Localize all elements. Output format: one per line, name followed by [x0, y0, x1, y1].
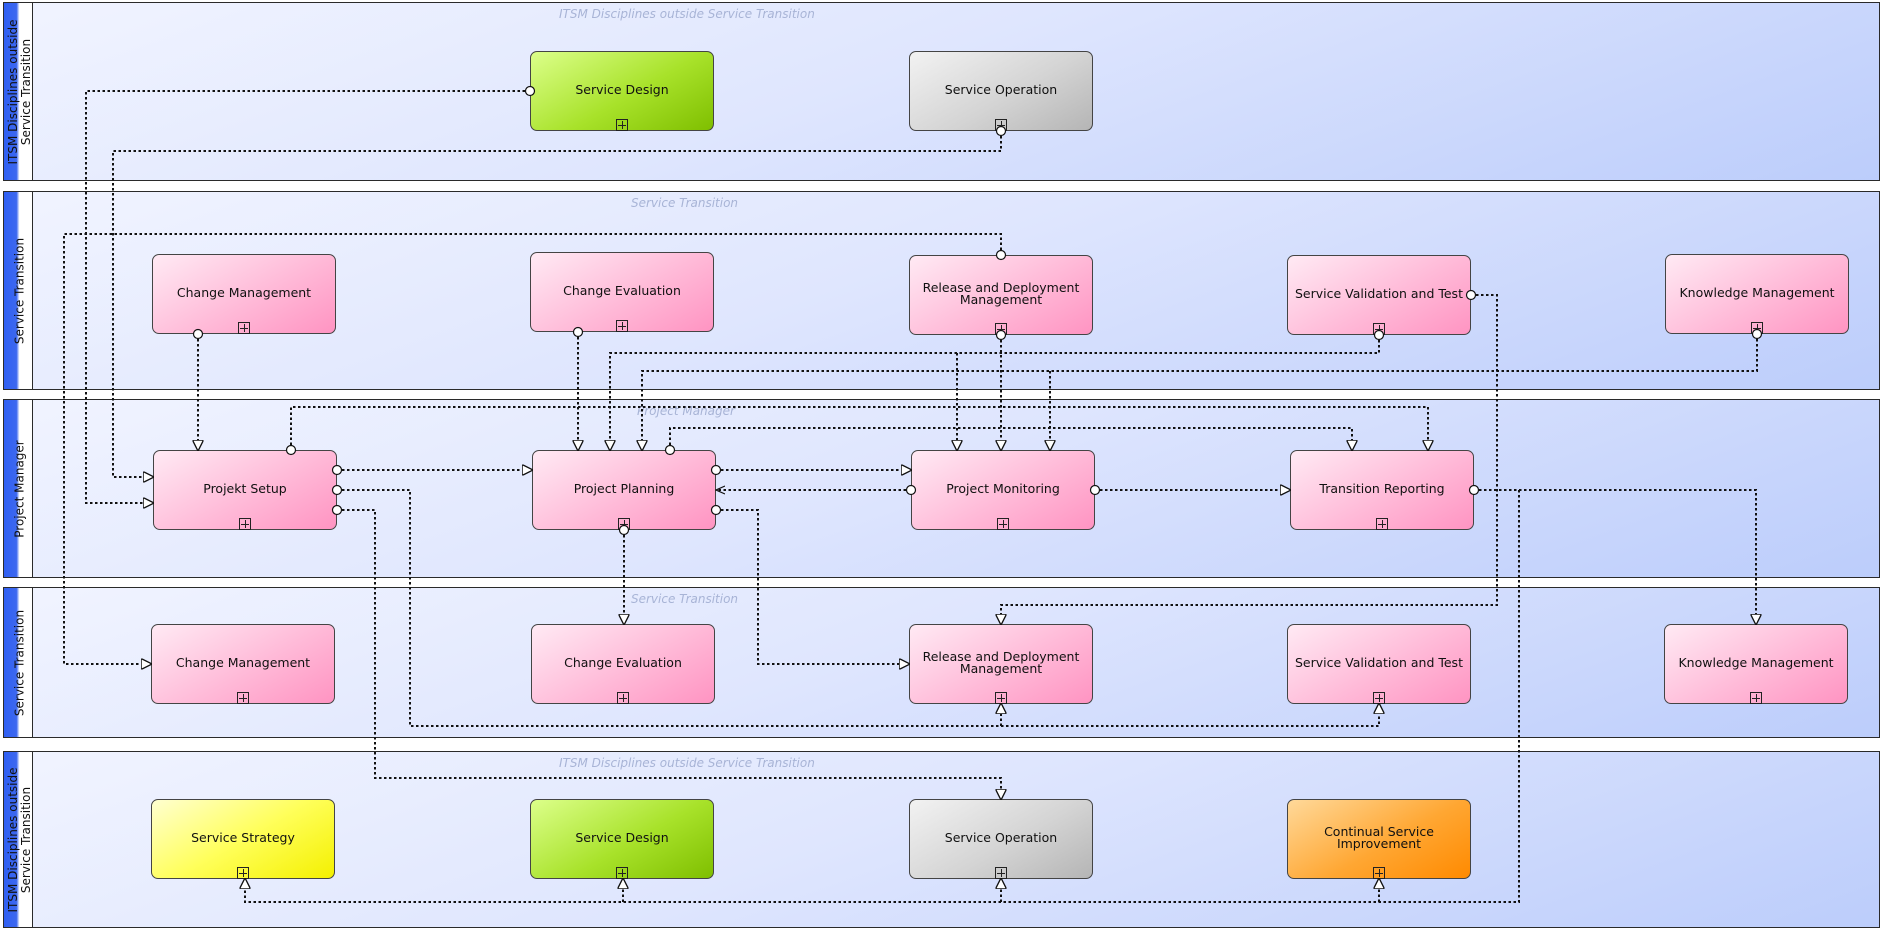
- expand-icon[interactable]: [1750, 692, 1762, 704]
- expand-icon[interactable]: [237, 867, 249, 879]
- box-label: Knowledge Management: [1678, 655, 1834, 670]
- service-validation-test-box[interactable]: Service Validation and Test: [1287, 255, 1471, 335]
- box-label: Project Planning: [573, 481, 675, 496]
- lane-header-label: ITSM Disciplines outside Service Transit…: [6, 767, 33, 912]
- lane-header: Service Transition: [4, 588, 33, 737]
- lane-title: Service Transition: [631, 592, 739, 606]
- expand-icon[interactable]: [1373, 867, 1385, 879]
- box-label: Release and Deployment Management: [922, 280, 1080, 307]
- release-deployment-box[interactable]: Release and Deployment Management: [909, 255, 1093, 335]
- box-label: Projekt Setup: [203, 481, 287, 496]
- expand-icon[interactable]: [617, 692, 629, 704]
- lane-header-label: Project Manager: [12, 439, 27, 538]
- lane-header-label: Service Transition: [12, 609, 27, 716]
- change-management-box[interactable]: Change Management: [151, 624, 335, 704]
- box-label: Service Validation and Test: [1295, 655, 1463, 670]
- expand-icon[interactable]: [1376, 518, 1388, 530]
- service-design-box[interactable]: Service Design: [530, 51, 714, 131]
- expand-icon[interactable]: [239, 518, 251, 530]
- lane-header-label: Service Transition: [12, 237, 27, 344]
- box-label: Project Monitoring: [946, 481, 1060, 496]
- expand-icon[interactable]: [616, 867, 628, 879]
- service-operation-box[interactable]: Service Operation: [909, 51, 1093, 131]
- change-evaluation-box[interactable]: Change Evaluation: [531, 624, 715, 704]
- continual-service-improvement-box[interactable]: Continual Service Improvement: [1287, 799, 1471, 879]
- expand-icon[interactable]: [1373, 692, 1385, 704]
- box-label: Continual Service Improvement: [1324, 824, 1434, 851]
- expand-icon[interactable]: [237, 692, 249, 704]
- transition-reporting-box[interactable]: Transition Reporting: [1290, 450, 1474, 530]
- box-label: Transition Reporting: [1319, 481, 1445, 496]
- lane-header: ITSM Disciplines outside Service Transit…: [4, 752, 33, 927]
- box-label: Service Operation: [944, 830, 1058, 845]
- box-label: Release and Deployment Management: [922, 649, 1080, 676]
- box-label: Service Design: [575, 82, 669, 97]
- box-label: Knowledge Management: [1679, 285, 1835, 300]
- box-label: Service Operation: [944, 82, 1058, 97]
- expand-icon[interactable]: [1751, 322, 1763, 334]
- box-label: Change Management: [175, 655, 311, 670]
- expand-icon[interactable]: [616, 119, 628, 131]
- box-label: Service Strategy: [191, 830, 295, 845]
- lane-header: ITSM Disciplines outside Service Transit…: [4, 3, 33, 180]
- knowledge-management-box[interactable]: Knowledge Management: [1665, 254, 1849, 334]
- lane-title: ITSM Disciplines outside Service Transit…: [559, 7, 815, 21]
- box-label: Service Validation and Test: [1295, 286, 1463, 301]
- box-label: Change Management: [176, 285, 312, 300]
- service-design-box[interactable]: Service Design: [530, 799, 714, 879]
- expand-icon[interactable]: [995, 692, 1007, 704]
- service-operation-box[interactable]: Service Operation: [909, 799, 1093, 879]
- project-monitoring-box[interactable]: Project Monitoring: [911, 450, 1095, 530]
- change-evaluation-box[interactable]: Change Evaluation: [530, 252, 714, 332]
- expand-icon[interactable]: [995, 323, 1007, 335]
- release-deployment-box[interactable]: Release and Deployment Management: [909, 624, 1093, 704]
- service-strategy-box[interactable]: Service Strategy: [151, 799, 335, 879]
- expand-icon[interactable]: [995, 867, 1007, 879]
- lane-header: Project Manager: [4, 400, 33, 577]
- projekt-setup-box[interactable]: Projekt Setup: [153, 450, 337, 530]
- lane-header-label: ITSM Disciplines outside Service Transit…: [6, 19, 33, 164]
- knowledge-management-box[interactable]: Knowledge Management: [1664, 624, 1848, 704]
- expand-icon[interactable]: [618, 518, 630, 530]
- expand-icon[interactable]: [995, 119, 1007, 131]
- expand-icon[interactable]: [1373, 323, 1385, 335]
- project-planning-box[interactable]: Project Planning: [532, 450, 716, 530]
- box-label: Change Evaluation: [563, 283, 681, 298]
- box-label: Service Design: [575, 830, 669, 845]
- expand-icon[interactable]: [997, 518, 1009, 530]
- box-label: Change Evaluation: [564, 655, 682, 670]
- lane-title: Project Manager: [637, 404, 735, 418]
- lane-title: ITSM Disciplines outside Service Transit…: [559, 756, 815, 770]
- lane-header: Service Transition: [4, 192, 33, 389]
- expand-icon[interactable]: [238, 322, 250, 334]
- expand-icon[interactable]: [616, 320, 628, 332]
- change-management-box[interactable]: Change Management: [152, 254, 336, 334]
- lane-title: Service Transition: [631, 196, 739, 210]
- service-validation-test-box[interactable]: Service Validation and Test: [1287, 624, 1471, 704]
